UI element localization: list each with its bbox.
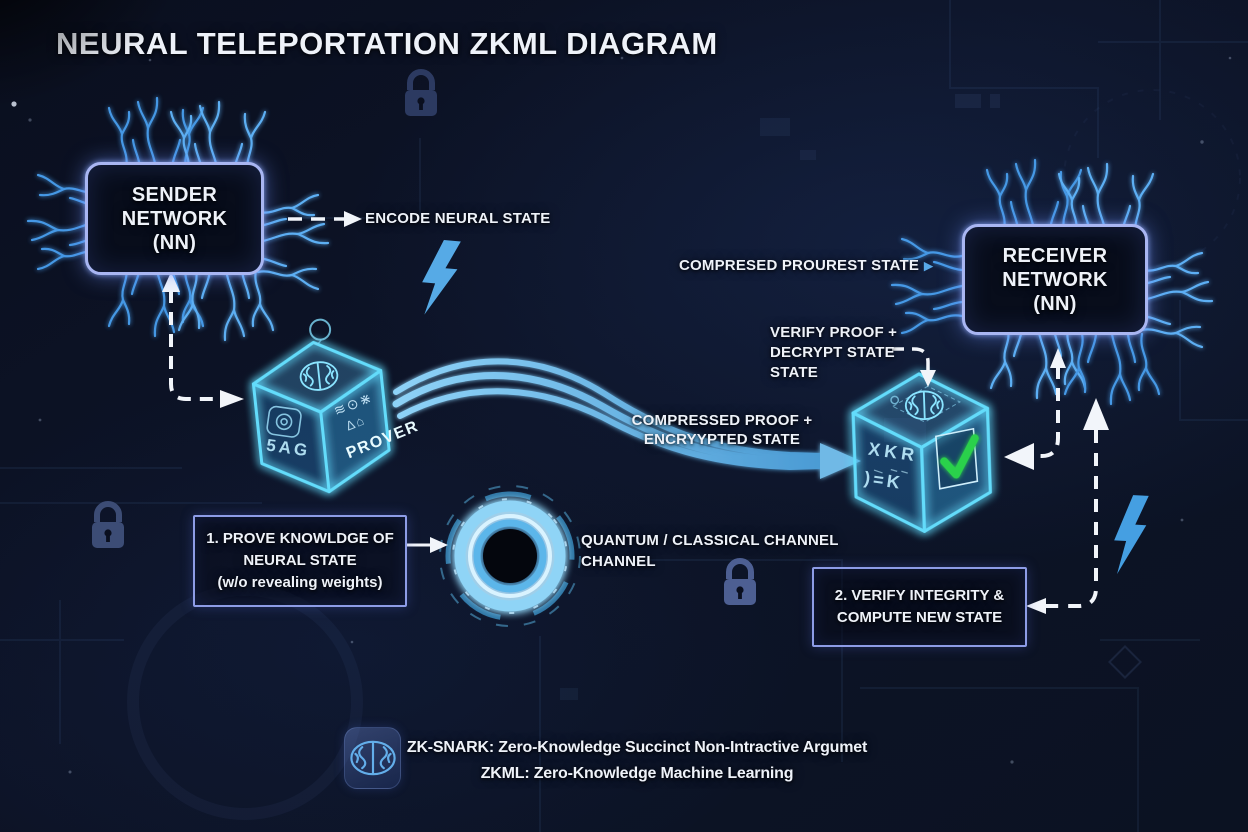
encode-arrow (288, 211, 362, 227)
receiver-network-label: NETWORK (1002, 268, 1108, 291)
proof-stream-arrow (392, 358, 861, 479)
key-glyph-icon (266, 405, 302, 438)
receiver-network-label: RECEIVER (1002, 244, 1108, 267)
lightning-icon (1112, 494, 1149, 576)
channel-label: QUANTUM / CLASSICAL CHANNEL CHANNEL (581, 532, 839, 570)
brain-icon (904, 389, 945, 421)
step1-channel-arrow (406, 537, 448, 553)
receiver-network-label: (NN) (1033, 292, 1077, 315)
sender-network-label: SENDER (131, 183, 218, 206)
sender-prover-arrow (162, 272, 244, 408)
lightning-icon (419, 238, 461, 318)
lock-icon (92, 504, 124, 548)
legend-brain-badge (344, 727, 401, 789)
verify-proof-label: VERIFY PROOF + DECRYPT STATE STATE (770, 324, 898, 381)
integrity-return-arrow (1026, 398, 1109, 614)
verifier-cube: XKR )=K (851, 372, 992, 533)
receiver-network-box: RECEIVER NETWORK (NN) (962, 224, 1148, 335)
step2-box: 2. VERIFY INTEGRITY & COMPUTE NEW STATE (812, 567, 1027, 647)
pointer-arrow-icon: ▸ (924, 256, 933, 275)
sender-network-label: (NN) (152, 231, 197, 254)
step1-box: 1. PROVE KNOWLDGE OF NEURAL STATE (w/o r… (193, 515, 407, 607)
sender-network-box: SENDER NETWORK (NN) (85, 162, 264, 275)
verify-proof-arrow (892, 347, 936, 387)
lock-icon (405, 72, 437, 116)
prover-cube-glyphs-2: ∆⌂ (344, 412, 368, 433)
encode-neural-state-label: ENCODE NEURAL STATE (365, 210, 551, 227)
brain-icon (349, 740, 396, 776)
legend-zk-snark: ZK-SNARK: Zero-Knowledge Succinct Non-In… (406, 739, 868, 756)
receiver-cube-arrow (1004, 348, 1066, 470)
compressed-top-label: COMPRESED PROUREST STATE▸ (679, 256, 933, 275)
quantum-channel-portal (439, 485, 581, 627)
compressed-proof-label: COMPRESSED PROOF + ENCRYYPTED STATE (631, 412, 813, 448)
page-title: NEURAL TELEPORTATION ZKML DIAGRAM (56, 26, 718, 61)
legend: ZK-SNARK: Zero-Knowledge Succinct Non-In… (402, 735, 872, 787)
sender-network-label: NETWORK (121, 207, 228, 230)
checkmark-icon (935, 427, 979, 490)
prover-cube: 5AG ≋⊙⋇ ∆⌂ PROVER (251, 318, 421, 494)
legend-zkml: ZKML: Zero-Knowledge Machine Learning (480, 765, 794, 782)
